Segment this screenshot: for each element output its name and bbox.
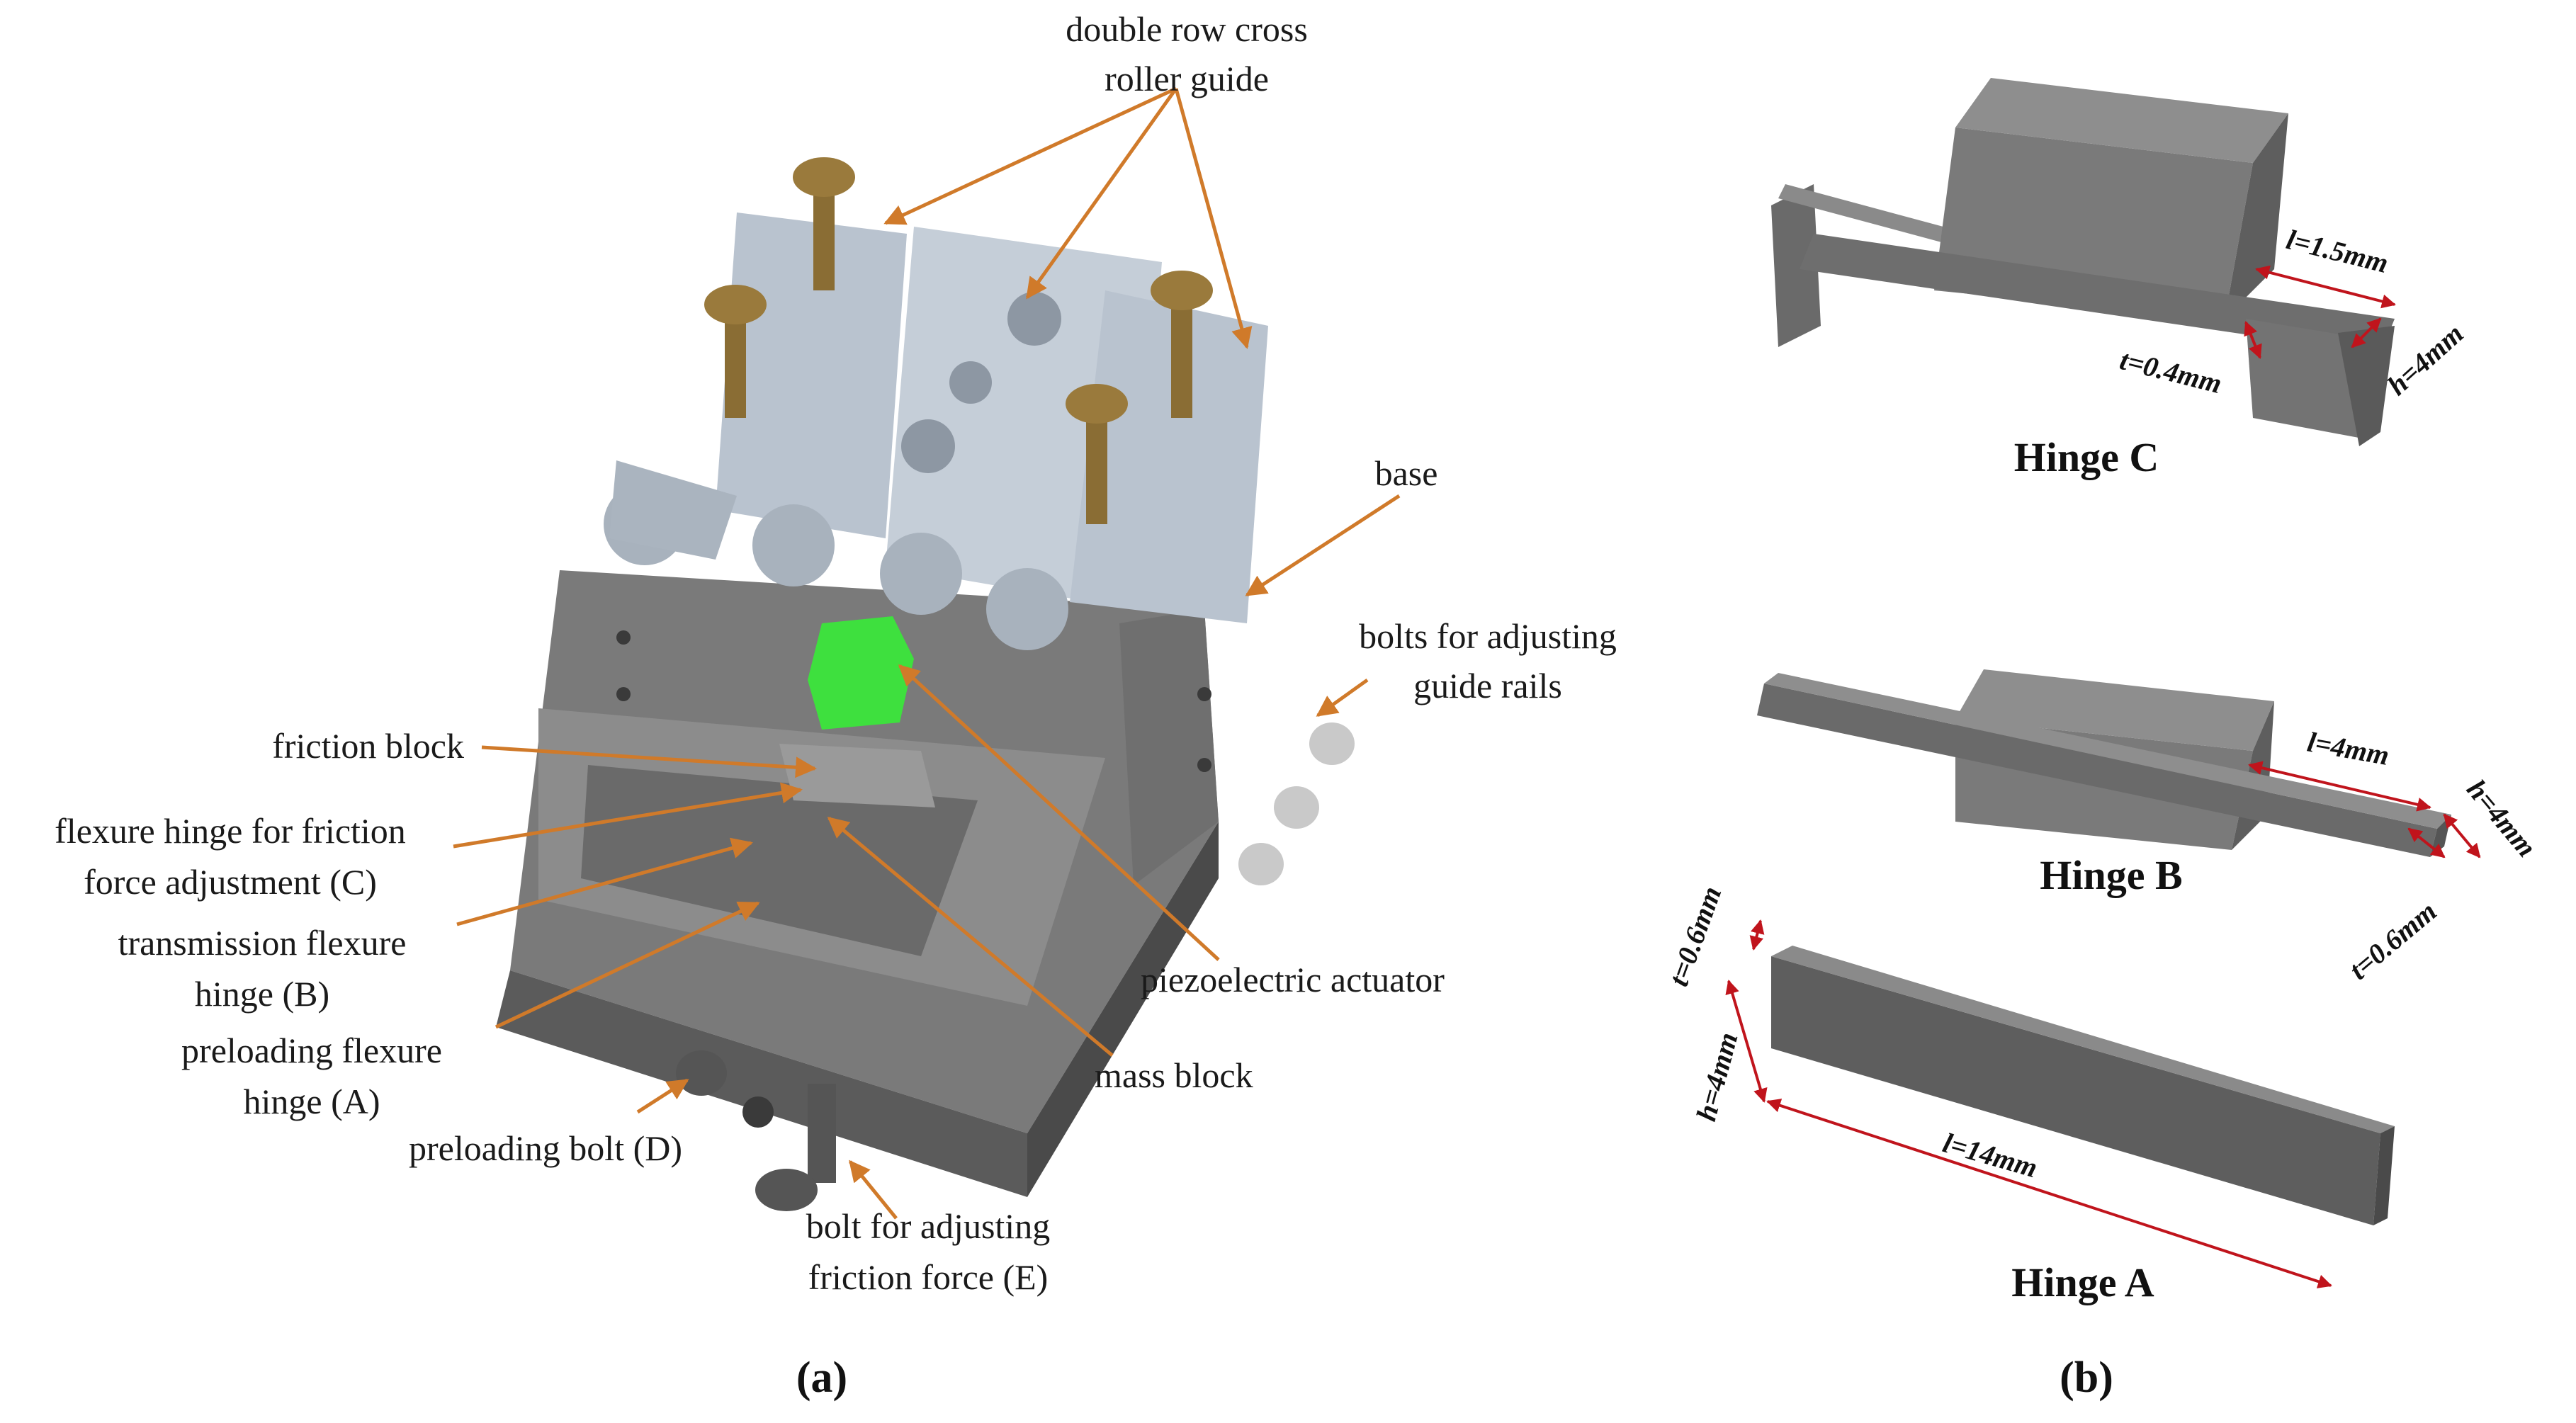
label-bolts-guide-line1: bolts for adjusting: [1359, 616, 1617, 656]
label-hinge-c-line2: force adjustment (C): [84, 862, 377, 902]
hinge-c-h-dim: h=4mm: [2381, 317, 2470, 402]
hinge-c-t-dim: t=0.4mm: [2117, 344, 2225, 399]
label-friction-block: friction block: [272, 726, 464, 766]
label-roller-guide-line2: roller guide: [1105, 59, 1269, 98]
label-hinge-a-line1: preloading flexure: [181, 1031, 442, 1070]
hinge-a-h-dim: h=4mm: [1690, 1029, 1744, 1125]
label-mass: mass block: [1095, 1055, 1253, 1095]
hinge-a-drawing: [1771, 946, 2395, 1225]
side-bolts: [676, 722, 1355, 1211]
hinge-b-l-dim: l=4mm: [2305, 726, 2391, 771]
label-roller-guide-line1: double row cross: [1066, 9, 1308, 49]
base-block: [496, 570, 1219, 1197]
label-bolt-e-line2: friction force (E): [808, 1257, 1049, 1297]
label-piezo: piezoelectric actuator: [1141, 960, 1445, 999]
leader-lines: [453, 86, 1401, 1220]
hinge-a-t-dim: t=0.6mm: [1662, 882, 1727, 990]
label-preload-bolt: preloading bolt (D): [409, 1128, 682, 1168]
hinge-b-dimensions: l=4mm h=4mm t=0.6mm: [2248, 726, 2543, 986]
hinge-b-name: Hinge B: [2040, 852, 2182, 898]
assembly-drawing: [496, 157, 1355, 1211]
caption-b: (b): [2060, 1354, 2113, 1402]
label-hinge-b-line2: hinge (B): [195, 974, 329, 1014]
label-bolt-e-line1: bolt for adjusting: [806, 1206, 1050, 1246]
hinge-b-t-dim: t=0.6mm: [2343, 895, 2443, 985]
hinge-c-l-dim: l=1.5mm: [2283, 223, 2392, 279]
panel-a-labels: double row cross roller guide base bolts…: [55, 9, 1617, 1402]
label-bolts-guide-line2: guide rails: [1413, 666, 1562, 705]
piezoelectric-actuator-shape: [808, 616, 914, 730]
hinge-a-name: Hinge A: [2011, 1259, 2154, 1305]
label-hinge-b-line1: transmission flexure: [118, 923, 407, 963]
caption-a: (a): [796, 1354, 847, 1402]
hinge-c-drawing: [1771, 78, 2395, 446]
hinge-c-name: Hinge C: [2014, 434, 2159, 480]
label-base: base: [1375, 453, 1438, 493]
label-hinge-c-line1: flexure hinge for friction: [55, 811, 406, 851]
label-hinge-a-line2: hinge (A): [244, 1082, 380, 1121]
guide-bolts: [704, 157, 1213, 524]
